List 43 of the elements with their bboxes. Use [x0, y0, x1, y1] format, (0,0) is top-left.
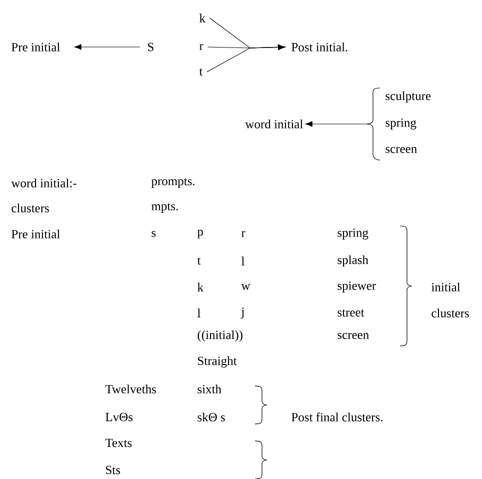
node-text: t — [199, 68, 203, 76]
label-text: mpts. — [151, 203, 178, 213]
group-label: Post final clusters. — [292, 412, 382, 422]
label-text: Pre initial — [12, 230, 60, 238]
label-text: word initial:- — [11, 178, 76, 188]
node-text: spring — [386, 118, 416, 130]
node-text: Post initial. — [292, 42, 348, 52]
label-text: t — [197, 257, 201, 265]
label-text: Straight — [198, 356, 237, 368]
label-text: r — [241, 231, 246, 237]
node-text: word initial — [245, 120, 303, 128]
label-text: j — [240, 308, 244, 318]
label-text: k — [197, 282, 204, 292]
node-text: Pre initial — [12, 42, 60, 52]
node-text: k — [199, 14, 206, 22]
arrow — [206, 44, 286, 72]
label-text: street — [338, 309, 364, 317]
node-text: sculpture — [386, 91, 431, 103]
label-text: spiewer — [338, 282, 376, 292]
label-text: Twelveths — [105, 384, 156, 394]
label-text: s — [152, 230, 156, 237]
label-text: ((initial)) — [198, 330, 242, 342]
brace — [366, 88, 380, 160]
label-text: Sts — [106, 466, 120, 474]
label-text: sixth — [198, 384, 222, 394]
node-text: r — [199, 44, 204, 50]
label-text: skΘ s — [198, 412, 225, 422]
arrow — [74, 44, 140, 50]
label-text: prompts. — [151, 178, 194, 188]
node-text: S — [148, 42, 154, 52]
label-text: clusters — [12, 204, 49, 212]
label-text: LvΘs — [106, 412, 133, 422]
node-text: screen — [386, 146, 417, 153]
arrow — [305, 121, 366, 127]
label-text: l — [197, 308, 200, 318]
label-text: splash — [338, 255, 368, 267]
label-text: l — [241, 256, 244, 266]
label-text: p — [197, 230, 203, 238]
label-text: w — [241, 284, 250, 290]
group-label: initial clusters — [431, 282, 469, 318]
label-text: spring — [338, 228, 368, 240]
label-text: Texts — [105, 438, 132, 448]
label-text: screen — [338, 332, 369, 339]
